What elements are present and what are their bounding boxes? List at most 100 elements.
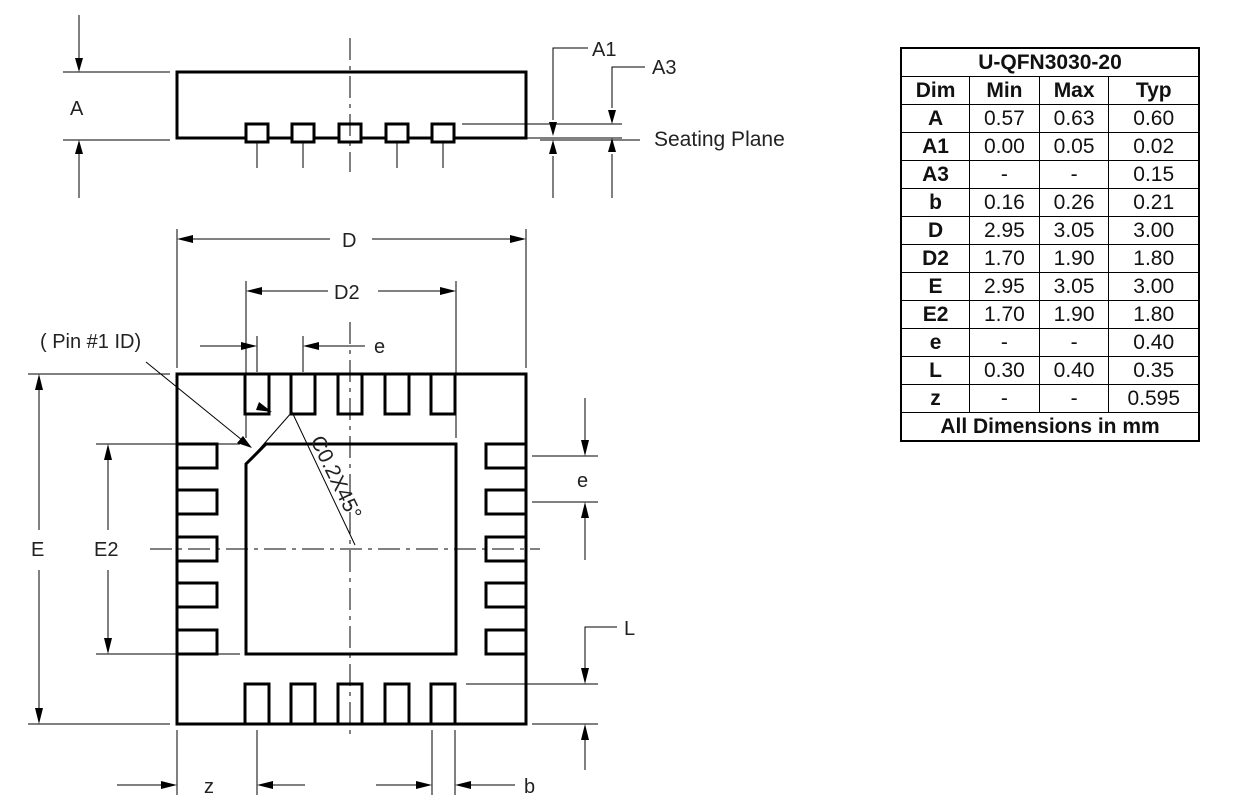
label-E2: E2 [94, 539, 118, 561]
table-cell-typ: 0.60 [1108, 104, 1200, 133]
label-A3: A3 [652, 57, 676, 79]
table-header: Min [969, 76, 1040, 105]
table-cell-min: 0.57 [969, 104, 1040, 133]
label-pin1-id: ( Pin #1 ID) [40, 331, 141, 353]
side-view: A A1 A3 Seating Plane [63, 15, 785, 198]
right-pad [484, 581, 528, 609]
table-cell-typ: 0.595 [1108, 384, 1200, 413]
table-title: U-QFN3030-20 [900, 47, 1200, 77]
table-cell-max: 1.90 [1038, 244, 1110, 273]
table-cell-min: 1.70 [969, 244, 1040, 273]
label-e-right: e [577, 470, 588, 492]
bottom-pad [243, 682, 271, 726]
table-cell-typ: 3.00 [1108, 216, 1200, 245]
table-cell-min: 0.00 [969, 132, 1040, 161]
side-view-pad [430, 122, 456, 144]
exposed-pad [244, 442, 458, 656]
table-cell-typ: 0.35 [1108, 356, 1200, 385]
right-pad [484, 488, 528, 516]
table-cell-max: 0.40 [1038, 356, 1110, 385]
table-cell-min: 2.95 [969, 216, 1040, 245]
table-cell-min: - [969, 160, 1040, 189]
table-header: Typ [1108, 76, 1200, 105]
top-pad [383, 372, 411, 416]
table-cell-dim: z [900, 384, 971, 413]
table-cell-min: - [969, 328, 1040, 357]
table-cell-min: 2.95 [969, 272, 1040, 301]
left-pad [175, 628, 219, 656]
right-pad [484, 442, 528, 470]
side-view-pad [290, 122, 316, 144]
bottom-view: D D2 e ( Pin #1 ID) C0.2X45° E [28, 229, 635, 798]
table-cell-dim: A3 [900, 160, 971, 189]
bottom-pad [383, 682, 411, 726]
left-pad [175, 488, 219, 516]
table-cell-typ: 1.80 [1108, 244, 1200, 273]
table-cell-max: 0.26 [1038, 188, 1110, 217]
top-pad [429, 372, 457, 416]
table-cell-max: 0.63 [1038, 104, 1110, 133]
top-pad [289, 372, 317, 416]
table-cell-typ: 0.02 [1108, 132, 1200, 161]
bottom-pad [429, 682, 457, 726]
label-D: D [342, 230, 356, 252]
bottom-pad [289, 682, 317, 726]
side-view-pad [384, 122, 410, 144]
label-b: b [524, 776, 535, 798]
table-cell-typ: 3.00 [1108, 272, 1200, 301]
table-row: A3--0.15 [900, 160, 1200, 189]
label-D2: D2 [334, 282, 360, 304]
table-cell-max: - [1038, 384, 1110, 413]
label-A1: A1 [592, 39, 616, 61]
table-cell-dim: b [900, 188, 971, 217]
label-A: A [70, 98, 84, 120]
table-cell-typ: 0.40 [1108, 328, 1200, 357]
label-e-top: e [374, 336, 385, 358]
right-pad [484, 628, 528, 656]
table-cell-min: - [969, 384, 1040, 413]
label-L: L [624, 618, 635, 640]
table-cell-dim: E [900, 272, 971, 301]
table-cell-max: 3.05 [1038, 216, 1110, 245]
table-cell-dim: L [900, 356, 971, 385]
table-cell-typ: 1.80 [1108, 300, 1200, 329]
table-cell-dim: e [900, 328, 971, 357]
table-row: z--0.595 [900, 384, 1200, 413]
table-row: e--0.40 [900, 328, 1200, 357]
table-cell-max: 3.05 [1038, 272, 1110, 301]
table-cell-dim: A [900, 104, 971, 133]
table-cell-min: 1.70 [969, 300, 1040, 329]
label-chamfer: C0.2X45° [306, 432, 366, 523]
label-z: z [204, 776, 214, 798]
table-cell-max: - [1038, 328, 1110, 357]
table-cell-dim: E2 [900, 300, 971, 329]
left-pad [175, 442, 219, 470]
table-cell-max: 0.05 [1038, 132, 1110, 161]
table-cell-dim: D2 [900, 244, 971, 273]
table-cell-min: 0.16 [969, 188, 1040, 217]
table-cell-dim: D [900, 216, 971, 245]
left-pad [175, 581, 219, 609]
table-header: Max [1038, 76, 1110, 105]
table-cell-typ: 0.21 [1108, 188, 1200, 217]
label-seating-plane: Seating Plane [654, 128, 785, 151]
table-cell-max: - [1038, 160, 1110, 189]
side-view-pad [244, 122, 270, 144]
table-cell-max: 1.90 [1038, 300, 1110, 329]
table-cell-min: 0.30 [969, 356, 1040, 385]
table-cell-dim: A1 [900, 132, 971, 161]
table-footer: All Dimensions in mm [900, 412, 1200, 442]
table-cell-typ: 0.15 [1108, 160, 1200, 189]
table-header: Dim [900, 76, 971, 105]
